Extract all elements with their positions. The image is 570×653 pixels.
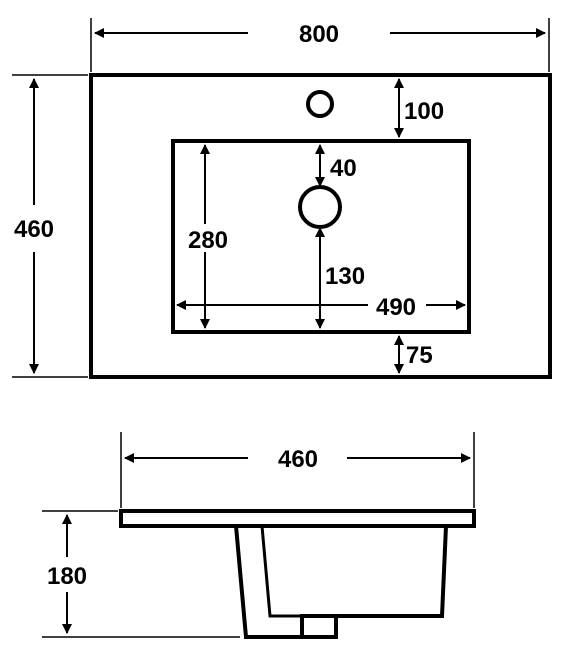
faucet-hole [306,90,334,118]
dimension-side-height: 180 [42,510,240,638]
bowl-outline [171,139,471,334]
top-view: 800 460 100 40 280 130 [12,18,552,379]
dimension-drain-to-front: 130 [315,227,365,329]
countertop-outline [89,73,552,379]
drain-hole [298,185,342,229]
dimension-label-40: 40 [330,155,357,182]
dimension-label-130: 130 [325,263,365,290]
dimension-label-280: 280 [188,227,228,254]
dimension-label-800: 800 [299,21,339,48]
dimension-label-75: 75 [406,342,433,369]
dimension-bowl-to-front: 75 [394,335,433,374]
dimension-bowl-width: 490 [176,292,466,321]
dimension-label-460-top: 460 [14,216,54,243]
dimension-faucet-offset: 100 [394,78,444,138]
side-drain-outlet [300,614,338,639]
dimension-top-width: 800 [90,18,550,72]
dimension-drain-to-faucet: 40 [315,144,357,187]
dimension-label-100: 100 [404,98,444,125]
dimension-label-180: 180 [47,563,87,590]
dimension-label-460-side: 460 [278,446,318,473]
dimension-label-490: 490 [376,294,416,321]
dimension-side-depth: 460 [120,432,475,508]
side-countertop-slab [119,509,476,528]
dimension-bowl-depth: 280 [180,144,232,329]
side-view: 460 180 [42,432,476,639]
dimension-top-depth: 460 [12,74,88,378]
side-bowl-inner-line [260,525,302,618]
